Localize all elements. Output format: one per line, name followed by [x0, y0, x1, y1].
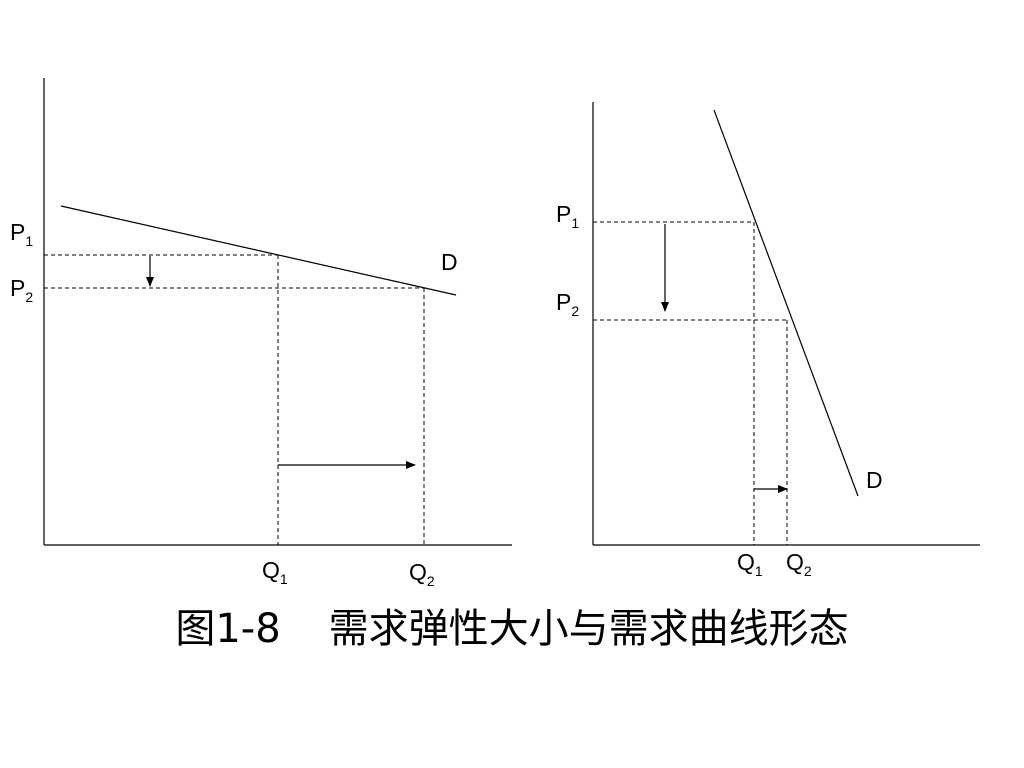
left-p2-label: P2: [10, 275, 33, 305]
left-diagram: P1 P2 Q1 Q2 D: [10, 78, 512, 589]
figure-number: 图1-8: [175, 606, 281, 652]
left-p1-label: P1: [10, 219, 33, 249]
right-q2-label: Q2: [786, 549, 812, 579]
left-q1-label: Q1: [262, 557, 288, 587]
figure-title: 需求弹性大小与需求曲线形态: [328, 606, 849, 652]
right-p2-label: P2: [556, 289, 579, 319]
right-q1-label: Q1: [737, 549, 763, 579]
left-q2-label: Q2: [409, 559, 435, 589]
right-p1-label: P1: [556, 201, 579, 231]
left-demand-curve: [60, 205, 457, 296]
figure-caption: 图1-8 需求弹性大小与需求曲线形态: [0, 596, 1024, 654]
right-curve-label: D: [866, 467, 883, 493]
right-diagram: P1 P2 Q1 Q2 D: [556, 102, 980, 579]
right-demand-curve: [713, 109, 859, 497]
left-curve-label: D: [441, 249, 458, 275]
